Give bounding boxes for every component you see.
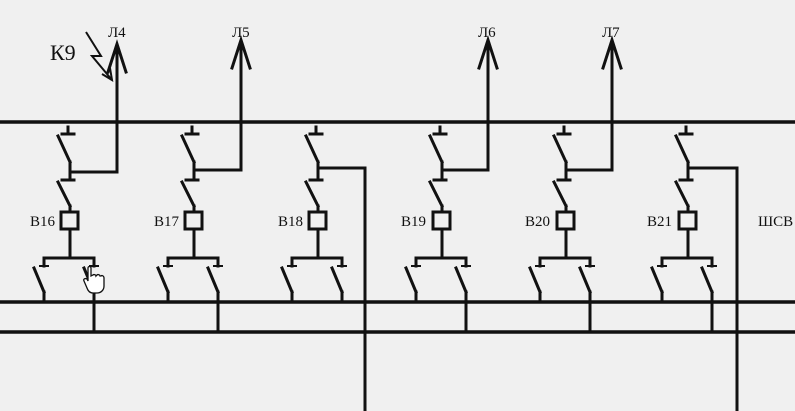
breaker-b18[interactable] [307, 210, 328, 231]
breaker-label-b17: В17 [154, 214, 180, 230]
bay-b16[interactable] [32, 39, 128, 334]
breaker-label-b18: В18 [278, 214, 303, 230]
bay-b17[interactable] [156, 35, 252, 334]
breaker-b17[interactable] [183, 210, 204, 231]
bay-b21[interactable] [650, 125, 739, 411]
bay-b18[interactable] [280, 125, 367, 411]
line-label-l6: Л6 [478, 25, 496, 41]
breaker-b16[interactable] [59, 210, 80, 231]
bay-b20[interactable] [528, 35, 623, 334]
breaker-label-b20: В20 [525, 214, 550, 230]
line-label-l5: Л5 [232, 25, 250, 41]
hand-pointer-icon [83, 265, 105, 294]
fault-lightning-icon [85, 31, 114, 82]
breaker-b19[interactable] [431, 210, 452, 231]
tie-breaker-label: ШСВ [758, 214, 793, 230]
fault-label: К9 [50, 40, 76, 65]
breaker-b20[interactable] [555, 210, 576, 231]
bay-b19[interactable] [404, 35, 499, 334]
breaker-label-b19: В19 [401, 214, 426, 230]
breaker-label-b21: В21 [647, 214, 672, 230]
breaker-label-b16: В16 [30, 214, 56, 230]
line-label-l7: Л7 [602, 25, 620, 41]
breaker-b21[interactable] [677, 210, 698, 231]
line-label-l4: Л4 [108, 25, 126, 41]
